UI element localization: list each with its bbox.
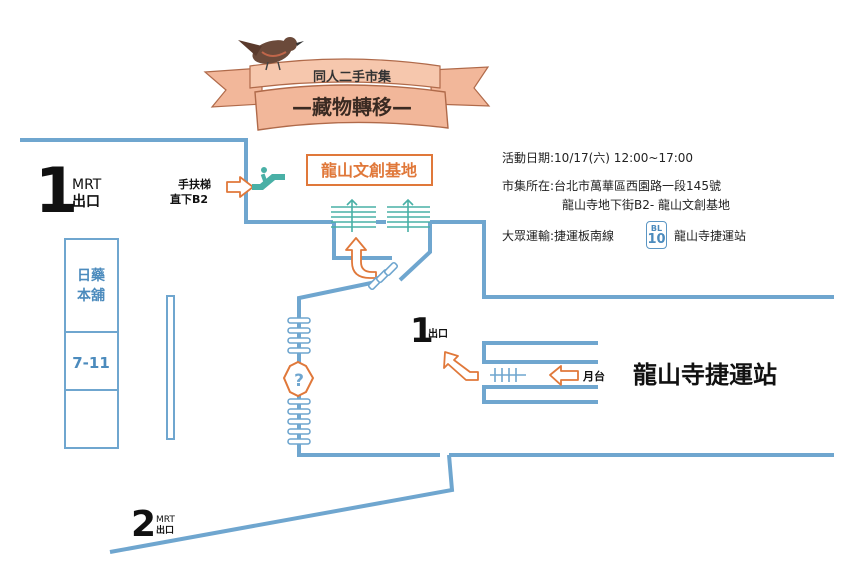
line-badge-number: 10 — [647, 232, 666, 247]
shop-block: 日藥 本舖 7-11 — [64, 238, 119, 449]
wall-lower-diagonal — [109, 454, 455, 554]
shop-nichiyaku-line2: 本舖 — [77, 287, 105, 304]
exit-1-mrt-label: MRT — [72, 177, 102, 193]
exit-2-mrt-label: MRT — [156, 515, 175, 525]
info-location-line1: 市集所在:台北市萬華區西園路一段145號 — [502, 179, 721, 193]
bird-icon — [238, 37, 304, 71]
arrow-to-exit-1 — [443, 351, 479, 381]
escalator-icon[interactable] — [252, 167, 285, 190]
svg-text:?: ? — [294, 371, 304, 391]
banner-subtitle: 同人二手市集 — [313, 69, 392, 85]
stair-column — [287, 317, 311, 445]
exit-1-inner[interactable]: 1 出口 — [410, 311, 448, 351]
exit-1-mrt[interactable]: 1 MRT 出口 — [35, 154, 102, 227]
line-badge-code: BL — [650, 224, 663, 233]
shop-7-11: 7-11 — [72, 354, 110, 372]
info-location-line2: 龍山寺地下街B2- 龍山文創基地 — [562, 198, 731, 212]
exit-2-number: 2 — [131, 504, 156, 545]
arrow-to-escalator — [226, 176, 254, 198]
venue-name: 龍山文創基地 — [321, 161, 417, 180]
turnstile-icon — [490, 368, 526, 382]
gate-icon — [367, 261, 399, 291]
ribbon-main-band — [254, 84, 449, 131]
info-transit-station: 龍山寺捷運站 — [674, 229, 747, 243]
arrow-from-platform — [549, 365, 579, 386]
wall-upper-right — [430, 220, 834, 299]
wall-middle-loop — [297, 280, 440, 457]
wall-corridor-left — [332, 222, 392, 260]
exit-1-inner-number: 1 — [410, 311, 434, 351]
platform-label: 月台 — [582, 369, 605, 383]
exit-1-inner-label: 出口 — [428, 327, 448, 340]
stairs-icon[interactable] — [387, 198, 430, 232]
exit-1-number: 1 — [35, 154, 78, 227]
stairs-icon[interactable] — [331, 198, 376, 232]
exit-2-exit-label: 出口 — [156, 524, 174, 536]
shop-nichiyaku-line1: 日藥 — [77, 267, 106, 284]
line-badge-icon: BL 10 — [646, 221, 667, 249]
info-date: 活動日期:10/17(六) 12:00~17:00 — [502, 151, 694, 165]
exit-2-mrt[interactable]: 2 MRT 出口 — [131, 504, 175, 545]
shop-outline — [64, 238, 119, 449]
info-transit: 大眾運輸:捷運板南線 — [502, 229, 615, 243]
arrow-up-to-stairs — [345, 237, 377, 279]
pillar — [166, 295, 175, 440]
wall-corridor-right — [398, 222, 432, 282]
wall-platform-top — [482, 341, 598, 364]
station-name: 龍山寺捷運站 — [633, 361, 777, 389]
venue-box[interactable]: 龍山文創基地 — [306, 154, 433, 186]
ribbon-top-band — [249, 58, 441, 89]
banner: 同人二手市集 —藏物轉移— — [203, 37, 491, 131]
question-hexagon-icon[interactable]: ? — [282, 360, 315, 398]
exit-1-exit-label: 出口 — [72, 193, 100, 210]
wall-platform-bottom — [482, 385, 598, 404]
escalator-note-line2: 直下B2 — [170, 192, 208, 206]
banner-title: —藏物轉移— — [292, 95, 412, 119]
escalator-note-line1: 手扶梯 — [178, 177, 211, 191]
